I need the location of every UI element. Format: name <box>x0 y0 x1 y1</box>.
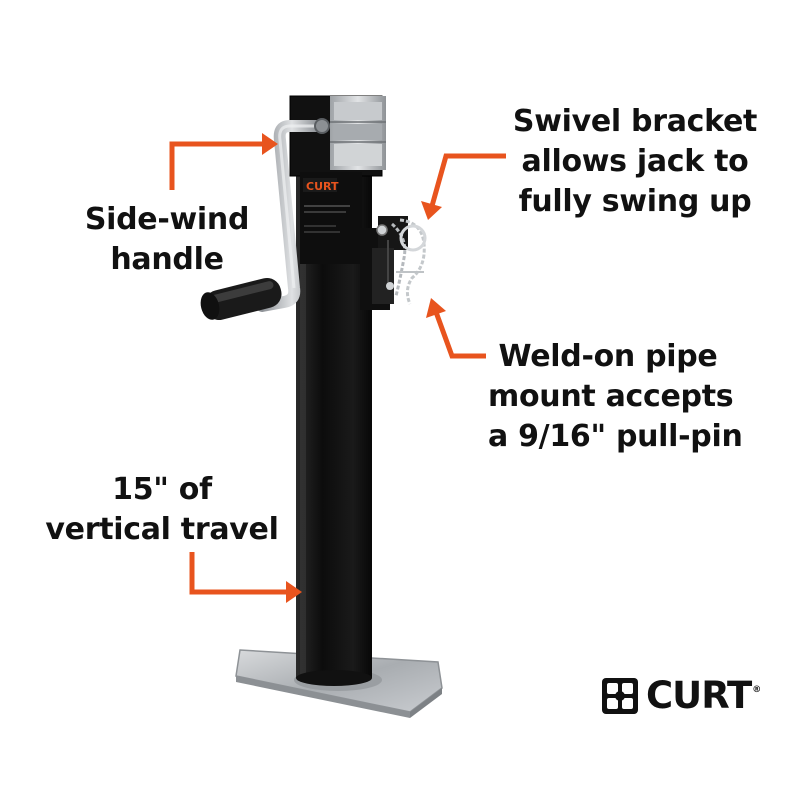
callout-line: Side-wind <box>84 202 250 237</box>
callout-vertical-travel: 15" of vertical travel <box>42 470 282 550</box>
callout-line: handle <box>110 242 224 277</box>
arrow-weld-on <box>426 298 486 359</box>
arrow-swivel-bracket <box>421 153 506 220</box>
callout-line: vertical travel <box>45 512 279 547</box>
decal-brand-text: CURT <box>306 180 339 193</box>
curt-emblem-icon <box>602 678 638 714</box>
callout-line: allows jack to <box>521 144 749 179</box>
callout-line: 15" of <box>112 472 212 507</box>
callout-weld-on-mount: Weld-on pipe mount accepts a 9/16" pull-… <box>488 337 743 457</box>
arrow-side-wind <box>169 133 278 190</box>
callout-line: fully swing up <box>518 184 752 219</box>
crank-grip <box>200 277 282 321</box>
callout-line: mount accepts <box>488 379 734 414</box>
product-decal <box>300 172 362 264</box>
callout-swivel-bracket: Swivel bracket allows jack to fully swin… <box>510 102 760 222</box>
top-housing <box>289 95 386 177</box>
curt-logo: CURT® <box>600 674 761 718</box>
callout-line: a 9/16" pull-pin <box>488 419 743 454</box>
callout-side-wind-handle: Side-wind handle <box>72 200 262 280</box>
swivel-bracket <box>360 216 408 310</box>
callout-line: Weld-on pipe <box>498 339 718 374</box>
crank-handle <box>256 118 330 312</box>
curt-logo-text: CURT® <box>646 674 761 717</box>
callout-line: Swivel bracket <box>512 104 758 139</box>
arrow-vertical-travel <box>189 552 302 603</box>
pull-pin-chain <box>390 218 427 305</box>
